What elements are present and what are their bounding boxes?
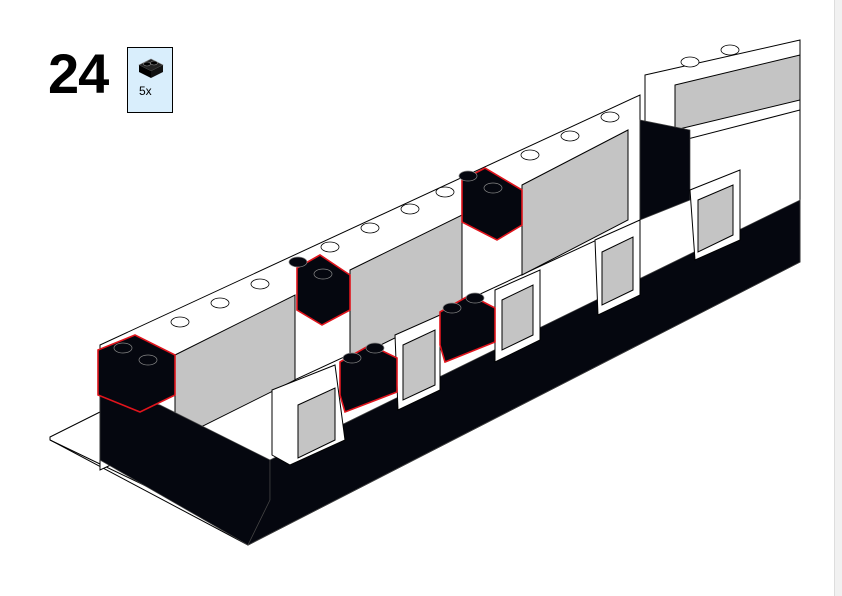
brick-studs xyxy=(113,170,503,366)
front-windows xyxy=(271,169,741,466)
parts-callout: 5x xyxy=(127,47,173,113)
studs xyxy=(170,44,740,328)
front-black-wall xyxy=(99,119,801,546)
parts-quantity: 5x xyxy=(139,84,152,98)
step-number: 24 xyxy=(48,42,109,105)
scrollbar[interactable] xyxy=(834,0,842,596)
black-brick-1x2-icon xyxy=(138,58,164,78)
